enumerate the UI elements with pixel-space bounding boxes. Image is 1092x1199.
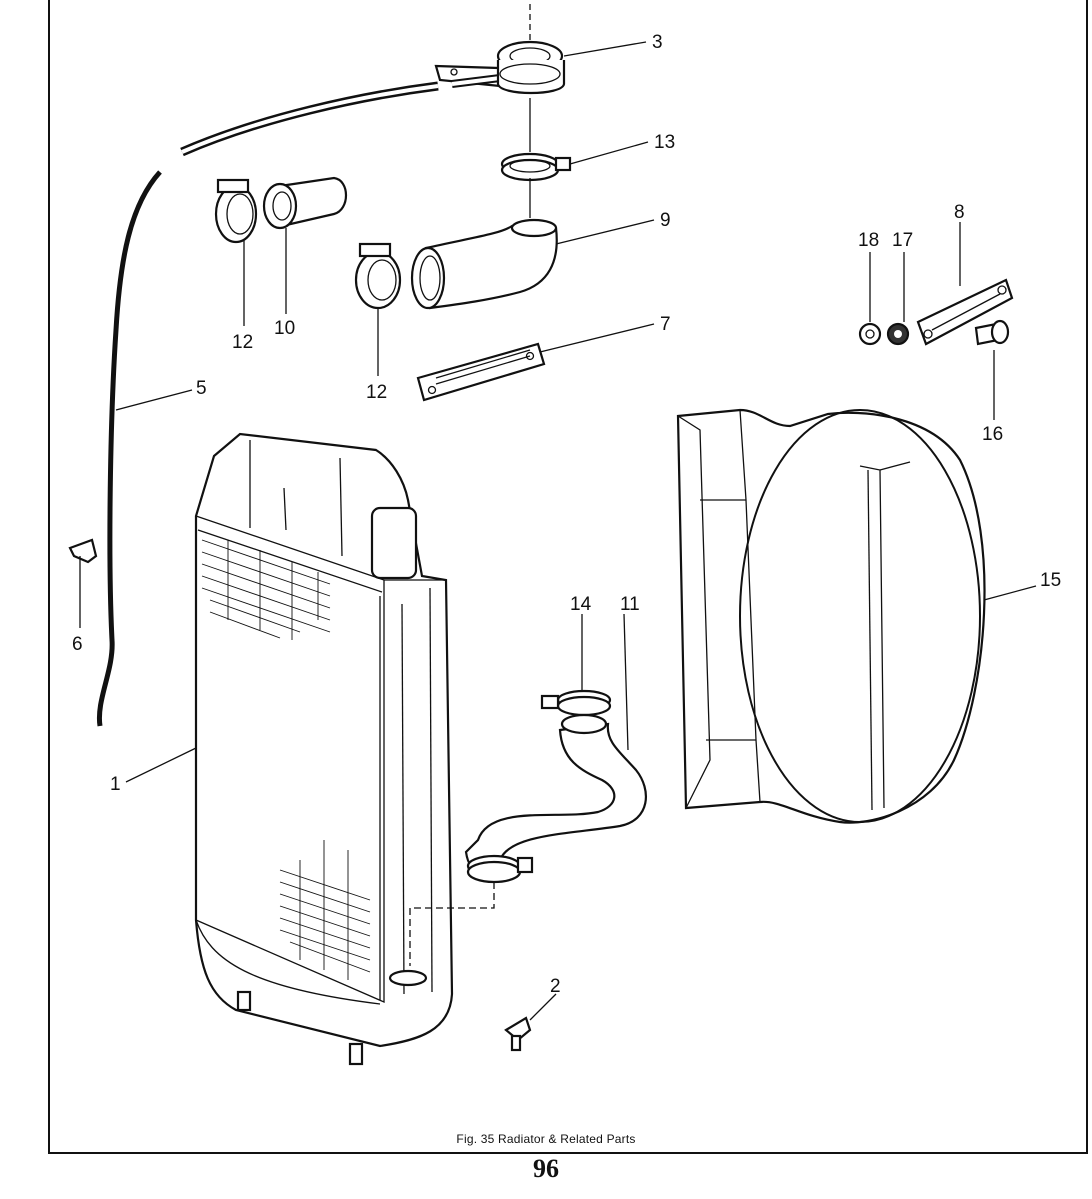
callout-8: 8 (954, 202, 965, 223)
page-frame (48, 0, 1088, 1154)
hose-clamp-13 (500, 152, 572, 218)
washer-17 (886, 322, 910, 346)
fan-shroud (676, 408, 986, 824)
callout-12-lower: 12 (366, 382, 387, 403)
callout-labels: 3 13 9 12 10 12 7 5 8 18 17 16 15 6 14 1… (72, 32, 1061, 997)
callout-16: 16 (982, 424, 1003, 445)
page-number: 96 (533, 1154, 559, 1183)
callout-15: 15 (1040, 570, 1061, 591)
callout-6: 6 (72, 634, 83, 655)
leader-lines (79, 41, 1037, 1021)
callout-13: 13 (654, 132, 675, 153)
hose-clamp-lower (409, 854, 534, 966)
figure-caption: Fig. 35 Radiator & Related Parts (456, 1132, 636, 1146)
callout-14: 14 (570, 594, 592, 615)
callout-17: 17 (892, 230, 913, 251)
drain-cock-2 (504, 1016, 532, 1052)
callout-1: 1 (110, 774, 121, 795)
filler-neck (434, 4, 566, 152)
radiator-bracket-7 (416, 342, 546, 402)
nut-18 (858, 322, 882, 346)
hose-clip-6 (68, 538, 98, 564)
callout-10: 10 (274, 318, 295, 339)
overflow-hose (96, 81, 439, 727)
callout-3: 3 (652, 32, 663, 53)
callout-5: 5 (196, 378, 207, 399)
callout-2: 2 (550, 976, 561, 997)
lower-hose (464, 713, 648, 872)
radiator-bracket-8 (916, 278, 1014, 346)
callout-18: 18 (858, 230, 879, 251)
hose-adapter (262, 176, 348, 230)
callout-11: 11 (620, 594, 640, 615)
bolt-16 (974, 319, 1010, 346)
hose-clamp-12-upper (214, 178, 258, 244)
radiator-core (194, 432, 454, 1066)
callout-9: 9 (660, 210, 671, 231)
hose-clamp-14 (540, 689, 612, 717)
upper-hose (410, 218, 558, 310)
callout-12-upper: 12 (232, 332, 253, 353)
hose-clamp-12-lower (354, 242, 402, 310)
callout-7: 7 (660, 314, 671, 335)
